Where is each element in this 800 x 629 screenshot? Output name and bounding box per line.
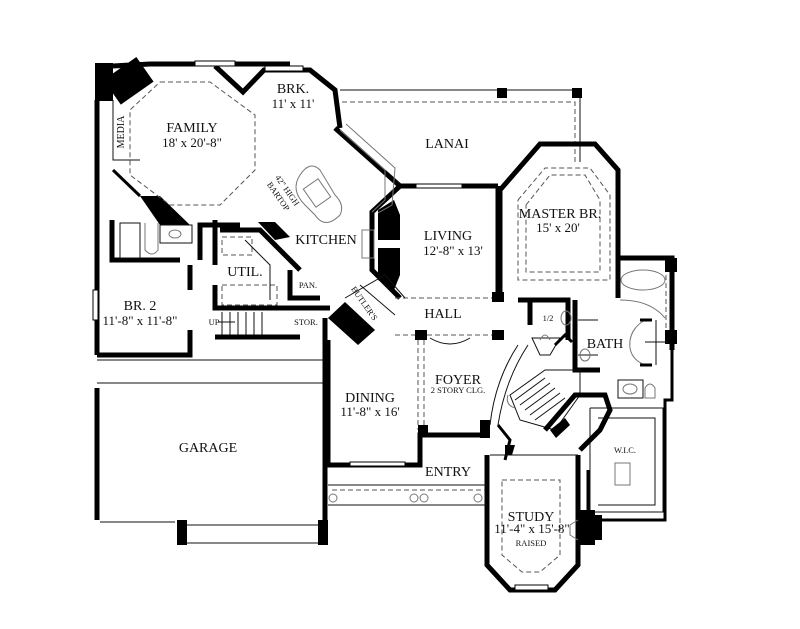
half-bath-label: 1/2 (543, 313, 554, 323)
storage-label: STOR. (294, 317, 318, 327)
garage-label: GARAGE (179, 441, 237, 456)
living-size: 12'-8" x 13' (423, 243, 483, 258)
living-label: LIVING (424, 229, 472, 244)
media-label: MEDIA (116, 115, 127, 149)
walls (92, 57, 677, 593)
bedroom2-size: 11'-8" x 11'-8" (103, 313, 178, 328)
study-label: STUDY (508, 510, 555, 525)
wic-label: W.I.C. (614, 445, 636, 455)
foyer-note: 2 STORY CLG. (431, 385, 486, 395)
master-size: 15' x 20' (536, 220, 580, 235)
master-label: MASTER BR. (519, 207, 601, 222)
kitchen-label: KITCHEN (295, 233, 356, 248)
dining-label: DINING (345, 391, 395, 406)
pantry-label: PAN. (299, 280, 317, 290)
entry-label: ENTRY (425, 465, 471, 480)
up-label: UP (209, 317, 220, 327)
bedroom2-label: BR. 2 (124, 299, 157, 314)
family-label: FAMILY (166, 121, 217, 136)
dining-size: 11'-8" x 16' (340, 404, 399, 419)
bath-label: BATH (587, 337, 624, 352)
lanai-label: LANAI (425, 137, 469, 152)
hall-label: HALL (424, 307, 461, 322)
family-size: 18' x 20'-8" (162, 135, 222, 150)
room-labels: MEDIA FAMILY 18' x 20'-8" BRK. 11' x 11'… (103, 82, 637, 548)
foyer-label: FOYER (435, 373, 482, 388)
util-label: UTIL. (227, 265, 262, 280)
breakfast-size: 11' x 11' (272, 96, 315, 111)
study-note: RAISED (516, 538, 547, 548)
study-size: 11'-4" x 15'-8" (494, 521, 569, 536)
breakfast-label: BRK. (277, 82, 309, 97)
